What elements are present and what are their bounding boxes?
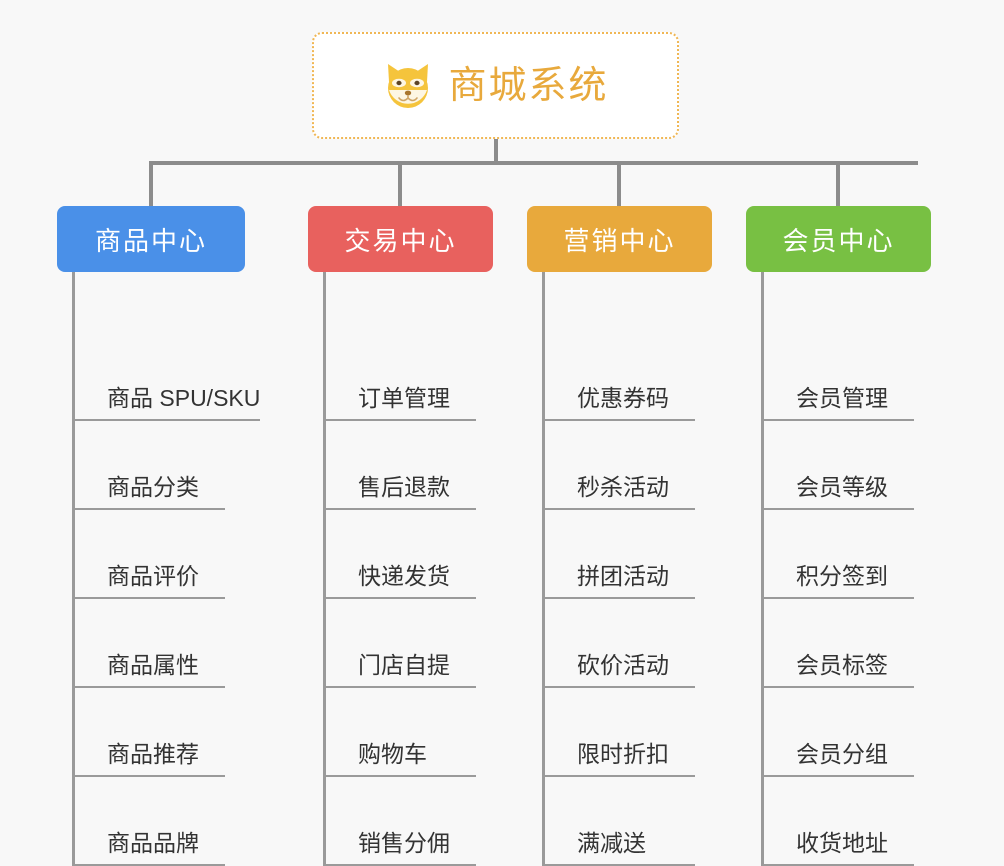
list-item-label: 商品属性 — [107, 652, 199, 678]
category-header-product-center[interactable]: 商品中心 — [57, 206, 245, 272]
list-item[interactable]: 商品分类 — [75, 421, 225, 510]
list-item[interactable]: 优惠券码 — [545, 272, 695, 421]
list-item-label: 商品品牌 — [107, 830, 199, 856]
root-node: 商城系统 — [312, 32, 679, 139]
list-item-label: 秒杀活动 — [577, 474, 669, 500]
connector-stem — [494, 139, 498, 163]
list-item-label: 会员等级 — [796, 474, 888, 500]
list-item-label: 积分签到 — [796, 563, 888, 589]
list-item-label: 快递发货 — [358, 563, 450, 589]
list-item-label: 拼团活动 — [577, 563, 669, 589]
list-item[interactable]: 收货地址 — [764, 777, 914, 866]
item-list-trade-center: 订单管理售后退款快递发货门店自提购物车销售分佣 — [323, 272, 493, 866]
category-header-member-center[interactable]: 会员中心 — [746, 206, 931, 272]
shiba-dog-face-icon — [382, 60, 434, 112]
list-item-label: 限时折扣 — [577, 741, 669, 767]
list-item-label: 商品分类 — [107, 474, 199, 500]
item-list-product-center: 商品 SPU/SKU 商品分类商品评价商品属性商品推荐商品品牌 — [72, 272, 261, 866]
list-item[interactable]: 门店自提 — [326, 599, 476, 688]
list-item-label: 砍价活动 — [577, 652, 669, 678]
item-list-member-center: 会员管理会员等级积分签到会员标签会员分组收货地址 — [761, 272, 931, 866]
list-item[interactable]: 快递发货 — [326, 510, 476, 599]
list-item-label: 商品推荐 — [107, 741, 199, 767]
category-columns: 商品中心商品 SPU/SKU 商品分类商品评价商品属性商品推荐商品品牌 交易中心订单… — [57, 206, 931, 866]
root-title: 商城系统 — [448, 64, 609, 107]
item-list-marketing-center: 优惠券码秒杀活动拼团活动砍价活动限时折扣满减送 — [542, 272, 712, 866]
category-column-product-center: 商品中心商品 SPU/SKU 商品分类商品评价商品属性商品推荐商品品牌 — [57, 206, 261, 866]
list-item[interactable]: 会员分组 — [764, 688, 914, 777]
list-item[interactable]: 订单管理 — [326, 272, 476, 421]
category-column-member-center: 会员中心会员管理会员等级积分签到会员标签会员分组收货地址 — [746, 206, 931, 866]
list-item[interactable]: 会员标签 — [764, 599, 914, 688]
list-item[interactable]: 销售分佣 — [326, 777, 476, 866]
list-item-label: 售后退款 — [358, 474, 450, 500]
list-item[interactable]: 商品品牌 — [75, 777, 225, 866]
list-item-label: 会员标签 — [796, 652, 888, 678]
list-item-label: 购物车 — [358, 741, 427, 767]
list-item-label: 会员分组 — [796, 741, 888, 767]
list-item[interactable]: 购物车 — [326, 688, 476, 777]
list-item-label: 商品评价 — [107, 563, 199, 589]
list-item[interactable]: 积分签到 — [764, 510, 914, 599]
list-item-label: 订单管理 — [358, 385, 450, 411]
root-node-content: 商城系统 — [382, 60, 608, 112]
list-item-label: 会员管理 — [796, 385, 888, 411]
connector-drop-col-4 — [836, 161, 840, 206]
connector-drop-col-1 — [149, 161, 153, 206]
connector-drop-col-2 — [398, 161, 402, 206]
category-column-trade-center: 交易中心订单管理售后退款快递发货门店自提购物车销售分佣 — [308, 206, 493, 866]
list-item-label: 优惠券码 — [577, 385, 669, 411]
list-item-label: 门店自提 — [358, 652, 450, 678]
category-header-marketing-center[interactable]: 营销中心 — [527, 206, 712, 272]
list-item[interactable]: 商品评价 — [75, 510, 225, 599]
connector-bus — [149, 161, 918, 165]
list-item[interactable]: 商品属性 — [75, 599, 225, 688]
category-column-marketing-center: 营销中心优惠券码秒杀活动拼团活动砍价活动限时折扣满减送 — [527, 206, 712, 866]
list-item[interactable]: 砍价活动 — [545, 599, 695, 688]
list-item[interactable]: 售后退款 — [326, 421, 476, 510]
category-header-label: 会员中心 — [782, 225, 895, 256]
list-item[interactable]: 拼团活动 — [545, 510, 695, 599]
list-item[interactable]: 满减送 — [545, 777, 695, 866]
category-header-label: 商品中心 — [94, 225, 207, 256]
list-item[interactable]: 商品推荐 — [75, 688, 225, 777]
list-item-label: 满减送 — [577, 830, 646, 856]
list-item[interactable]: 限时折扣 — [545, 688, 695, 777]
connector-drop-col-3 — [617, 161, 621, 206]
list-item-label: 收货地址 — [796, 830, 888, 856]
list-item-label: 商品 SPU/SKU — [107, 385, 261, 411]
list-item[interactable]: 会员管理 — [764, 272, 914, 421]
list-item[interactable]: 会员等级 — [764, 421, 914, 510]
list-item-label: 销售分佣 — [358, 830, 450, 856]
list-item[interactable]: 商品 SPU/SKU — [75, 272, 261, 421]
category-header-label: 营销中心 — [563, 225, 676, 256]
category-header-label: 交易中心 — [344, 225, 457, 256]
category-header-trade-center[interactable]: 交易中心 — [308, 206, 493, 272]
list-item[interactable]: 秒杀活动 — [545, 421, 695, 510]
